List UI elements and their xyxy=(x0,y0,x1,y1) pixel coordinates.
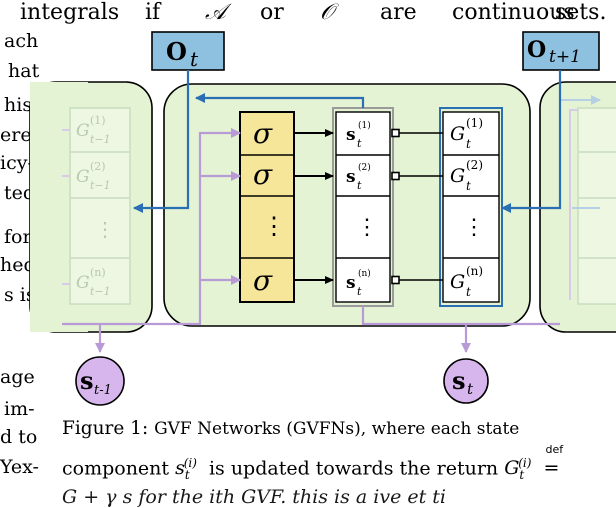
sigma-2: σ xyxy=(253,158,273,191)
fragment-9: s is xyxy=(4,284,36,306)
state-to-return-links xyxy=(391,128,443,285)
return-n-sub: t xyxy=(466,285,471,299)
state-curr-sub: t xyxy=(467,380,474,398)
return-1-main: G xyxy=(450,123,465,145)
word-if: if xyxy=(145,0,161,25)
state-2-sub: t xyxy=(357,179,362,192)
fragment-10: age xyxy=(0,366,35,388)
fragment-7: for xyxy=(4,226,32,248)
word-are: are xyxy=(380,0,417,25)
blue-flow xyxy=(133,70,562,213)
state-vdots: ⋮ xyxy=(356,215,378,240)
return-1-sub: t xyxy=(466,137,471,151)
fragment-6: ted xyxy=(4,182,36,204)
observation-next: O t+1 xyxy=(522,31,600,71)
return-n-main: G xyxy=(450,271,465,293)
state-1-sup: (1) xyxy=(358,120,371,131)
sigma-1: σ xyxy=(253,117,273,150)
state-2-main: s xyxy=(346,167,356,187)
prev-vdots: ⋮ xyxy=(95,217,115,241)
prev-return-2-main: G xyxy=(76,167,90,187)
state-n-sub: t xyxy=(357,285,362,298)
return-n-sup: (n) xyxy=(466,264,483,278)
fragment-2: hat xyxy=(8,60,40,82)
state-prev-main: s xyxy=(80,366,94,395)
prev-return-n-main: G xyxy=(76,273,90,293)
figure-caption-line-1: Figure 1: GVF Networks (GVFNs), where ea… xyxy=(62,418,519,439)
obs-next-sub: t+1 xyxy=(549,47,581,67)
return-vdots: ⋮ xyxy=(463,215,485,240)
prev-return-labels: G (1) t−1 G (2) t−1 ⋮ G (n) t−1 xyxy=(76,114,115,298)
return-2-sub: t xyxy=(466,179,471,193)
observation-current: O t xyxy=(151,31,225,71)
word-continuous: continuous xyxy=(452,0,575,25)
obs-next-main: O xyxy=(527,37,546,63)
fragment-12: d to xyxy=(0,426,38,448)
state-n-main: s xyxy=(346,273,356,293)
state-2-sup: (2) xyxy=(358,162,371,173)
panel-previous xyxy=(29,81,162,333)
fragment-13: Yex- xyxy=(0,456,39,478)
prev-return-2-sup: (2) xyxy=(90,160,106,173)
sigma-column xyxy=(239,111,295,303)
state-prev-sub: t-1 xyxy=(94,383,112,398)
caption-line-3: G + γ s for the ith GVF. this is a ive e… xyxy=(62,486,446,508)
state-n-sup: (n) xyxy=(358,268,371,279)
sigma-n: σ xyxy=(253,264,273,297)
prev-return-2-sub: t−1 xyxy=(90,179,111,192)
prev-return-n-sup: (n) xyxy=(90,266,106,279)
prev-return-1-main: G xyxy=(76,121,90,141)
state-curr-main: s xyxy=(452,366,466,395)
return-2-sup: (2) xyxy=(466,158,483,172)
fragment-1: ach xyxy=(4,30,39,52)
word-sets: sets. xyxy=(555,0,607,25)
figure-caption-line-2: component st(i) is updated towards the r… xyxy=(62,443,564,483)
obs-current-main: O xyxy=(166,37,187,66)
word-integrals: integrals xyxy=(20,0,120,25)
caption-label: Figure 1: xyxy=(62,418,149,439)
fragment-4: ere- xyxy=(0,124,38,146)
word-or: or xyxy=(260,0,284,25)
prev-return-1-sup: (1) xyxy=(90,114,106,127)
fragment-8: hed xyxy=(0,254,36,276)
caption-text: GVF Networks (GVFNs), where each state xyxy=(154,419,520,439)
prev-return-n-sub: t−1 xyxy=(90,285,111,298)
fragment-5: icy- xyxy=(0,152,34,174)
state-1-main: s xyxy=(346,125,356,145)
caption-updated: is updated towards the return xyxy=(208,457,499,480)
return-1-sup: (1) xyxy=(466,116,483,130)
state-curr-node: s t xyxy=(443,358,489,404)
sigma-vdots: ⋮ xyxy=(262,212,286,240)
sigma-to-state-arrows xyxy=(294,129,334,284)
obs-current-sub: t xyxy=(190,47,199,71)
caption-component: component xyxy=(62,457,170,480)
return-column xyxy=(439,107,503,307)
prev-return-1-sub: t−1 xyxy=(90,133,111,146)
state-prev-node: s t-1 xyxy=(75,356,125,406)
symbol-a: 𝒜 xyxy=(205,0,226,25)
symbol-o: 𝒪 xyxy=(320,0,334,25)
fragment-11: im- xyxy=(4,398,35,420)
purple-flow xyxy=(62,128,560,353)
gvfn-diagram: G (1) t−1 G (2) t−1 ⋮ G (n) t−1 σ σ ⋮ σ xyxy=(29,31,616,406)
return-2-main: G xyxy=(450,165,465,187)
caption-def: def xyxy=(545,443,564,457)
figure-caption-line-3: G + γ s for the ith GVF. this is a ive e… xyxy=(62,486,446,508)
state-1-sub: t xyxy=(357,137,362,150)
